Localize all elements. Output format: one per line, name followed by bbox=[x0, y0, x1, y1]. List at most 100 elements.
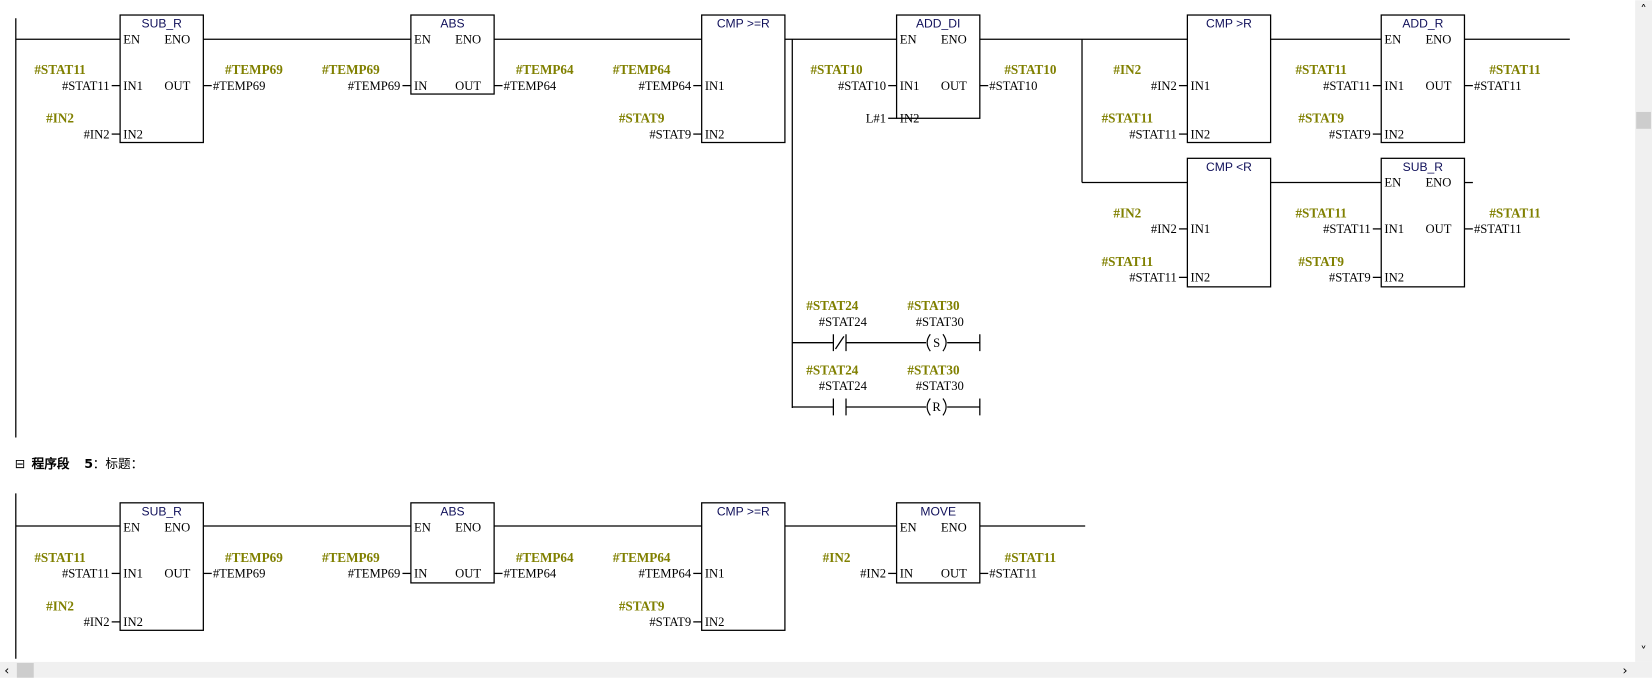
network-title[interactable]: ：标题： bbox=[93, 456, 144, 471]
box-frame[interactable] bbox=[701, 14, 786, 144]
box-frame[interactable] bbox=[701, 502, 786, 631]
pin-in2: IN2 bbox=[1384, 127, 1404, 141]
operand-address[interactable]: #STAT10 bbox=[838, 79, 886, 93]
operand-address[interactable]: #STAT11 bbox=[1129, 127, 1177, 141]
scroll-right-arrow-icon[interactable]: › bbox=[1623, 663, 1628, 678]
pin-in1: IN1 bbox=[123, 79, 143, 93]
box-title: CMP >=R bbox=[717, 17, 770, 31]
coil-address[interactable]: #STAT30 bbox=[916, 315, 964, 329]
horizontal-scroll-thumb[interactable] bbox=[16, 662, 34, 678]
operand-address[interactable]: #TEMP69 bbox=[348, 567, 401, 581]
collapse-toggle-icon[interactable]: ⊟ bbox=[15, 456, 26, 471]
vertical-scroll-thumb[interactable] bbox=[1636, 111, 1651, 129]
horizontal-scrollbar[interactable]: ‹ › bbox=[0, 661, 1652, 678]
coil-r-icon[interactable]: R bbox=[926, 398, 947, 416]
box-title: SUB_R bbox=[142, 17, 183, 31]
vertical-scrollbar[interactable]: ˄ ˅ bbox=[1635, 0, 1652, 662]
pin-en: EN bbox=[123, 32, 140, 46]
operand-address[interactable]: #STAT10 bbox=[989, 79, 1037, 93]
pin-eno: ENO bbox=[941, 32, 967, 46]
operand-symbol: #TEMP64 bbox=[516, 62, 574, 77]
operand-symbol: #TEMP64 bbox=[613, 62, 671, 77]
operand-address[interactable]: #IN2 bbox=[1151, 222, 1177, 236]
box-title: ADD_R bbox=[1402, 17, 1443, 31]
coil-right-paren bbox=[942, 398, 947, 416]
operand-address[interactable]: #TEMP64 bbox=[639, 567, 692, 581]
operand-address[interactable]: #STAT11 bbox=[1474, 222, 1522, 236]
coil-left-paren bbox=[926, 333, 931, 352]
operand-address[interactable]: #STAT11 bbox=[1323, 222, 1371, 236]
operand-address[interactable]: #STAT11 bbox=[62, 567, 110, 581]
operand-address[interactable]: #TEMP69 bbox=[213, 79, 266, 93]
operand-address[interactable]: #STAT11 bbox=[62, 79, 110, 93]
network-5-header[interactable]: ⊟ 程序段 5 ：标题： bbox=[15, 456, 143, 471]
operand-address[interactable]: #TEMP69 bbox=[213, 567, 266, 581]
normally-closed-contact-icon[interactable] bbox=[832, 334, 847, 352]
operand-address[interactable]: #STAT9 bbox=[649, 127, 691, 141]
pin-in2: IN2 bbox=[705, 127, 725, 141]
box-frame[interactable] bbox=[1186, 157, 1272, 288]
contact-address[interactable]: #STAT24 bbox=[819, 315, 868, 329]
operand-address[interactable]: L#1 bbox=[866, 111, 886, 125]
pin-in2: IN2 bbox=[705, 615, 725, 629]
operand-address[interactable]: #STAT11 bbox=[1323, 79, 1371, 93]
scroll-down-arrow-icon[interactable]: ˅ bbox=[1640, 644, 1646, 659]
operand-symbol: #STAT10 bbox=[810, 62, 863, 77]
coil-address[interactable]: #STAT30 bbox=[916, 379, 964, 393]
box-frame[interactable] bbox=[895, 502, 981, 584]
operand-address[interactable]: #STAT9 bbox=[1329, 271, 1371, 285]
contact-address[interactable]: #STAT24 bbox=[819, 379, 868, 393]
operand-address[interactable]: #IN2 bbox=[84, 615, 110, 629]
pin-out: OUT bbox=[941, 567, 967, 581]
scroll-left-arrow-icon[interactable]: ‹ bbox=[4, 663, 9, 678]
pin-en: EN bbox=[414, 520, 431, 534]
operand-symbol: #STAT10 bbox=[1004, 62, 1057, 77]
box-frame[interactable] bbox=[410, 14, 495, 95]
normally-open-contact-icon[interactable] bbox=[832, 398, 847, 416]
operand-address[interactable]: #STAT11 bbox=[1129, 271, 1177, 285]
pin-in1: IN1 bbox=[1191, 222, 1211, 236]
operand-address[interactable]: #STAT9 bbox=[1329, 127, 1371, 141]
box-frame[interactable] bbox=[1186, 14, 1272, 144]
operand-address[interactable]: #STAT11 bbox=[989, 567, 1037, 581]
operand-address[interactable]: #IN2 bbox=[84, 127, 110, 141]
box-frame[interactable] bbox=[895, 14, 981, 119]
pin-eno: ENO bbox=[164, 32, 190, 46]
operand-address[interactable]: #IN2 bbox=[1151, 79, 1177, 93]
vertical-scroll-track[interactable] bbox=[1635, 0, 1652, 662]
box-frame[interactable] bbox=[119, 502, 204, 631]
operand-address[interactable]: #STAT9 bbox=[649, 615, 691, 629]
box-frame[interactable] bbox=[119, 14, 204, 144]
operand-symbol: #STAT9 bbox=[1298, 254, 1344, 269]
horizontal-scroll-track[interactable] bbox=[0, 661, 1652, 678]
operand-symbol: #IN2 bbox=[1113, 62, 1141, 77]
operand-address[interactable]: #TEMP64 bbox=[504, 79, 557, 93]
scroll-up-arrow-icon[interactable]: ˄ bbox=[1640, 2, 1646, 17]
operand-address[interactable]: #TEMP69 bbox=[348, 79, 401, 93]
contact-symbol: #STAT24 bbox=[806, 362, 859, 377]
coil-s-icon[interactable]: S bbox=[926, 333, 947, 352]
box-frame[interactable] bbox=[410, 502, 495, 584]
operand-address[interactable]: #IN2 bbox=[860, 567, 886, 581]
box-frame[interactable] bbox=[1380, 157, 1466, 288]
pin-in2: IN2 bbox=[123, 615, 143, 629]
operand-address[interactable]: #TEMP64 bbox=[639, 79, 692, 93]
box-frame[interactable] bbox=[1380, 14, 1466, 144]
operand-symbol: #STAT11 bbox=[34, 62, 85, 77]
operand-address[interactable]: #TEMP64 bbox=[504, 567, 557, 581]
operand-address[interactable]: #STAT11 bbox=[1474, 79, 1522, 93]
